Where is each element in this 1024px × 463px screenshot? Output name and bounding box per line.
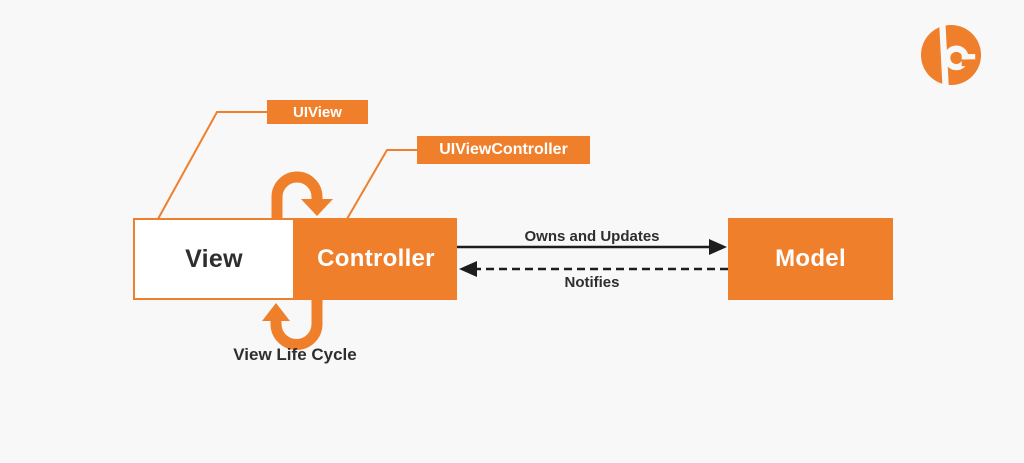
b-mark-logo-icon <box>920 24 982 86</box>
callout-uiview: UIView <box>267 100 368 124</box>
notifies-arrow <box>459 261 728 277</box>
owns-and-updates-arrow <box>457 239 727 255</box>
callout-uiviewcontroller-label: UIViewController <box>439 141 568 158</box>
node-controller: Controller <box>295 218 457 300</box>
owns-and-updates-label: Owns and Updates <box>524 228 660 245</box>
uiviewcontroller-connector-line <box>346 149 417 220</box>
node-model: Model <box>728 218 893 300</box>
notifies-label: Notifies <box>564 274 620 291</box>
node-model-label: Model <box>775 245 846 272</box>
loop-arrow-up-icon <box>262 300 323 350</box>
node-view-label: View <box>185 244 243 273</box>
node-view: View <box>133 218 295 300</box>
callout-uiviewcontroller: UIViewController <box>417 136 590 164</box>
loop-arrow-down-icon <box>271 171 333 220</box>
node-controller-label: Controller <box>317 245 435 272</box>
uiview-connector-line <box>157 111 267 220</box>
callout-uiview-label: UIView <box>293 103 342 121</box>
view-life-cycle-label: View Life Cycle <box>233 345 357 364</box>
